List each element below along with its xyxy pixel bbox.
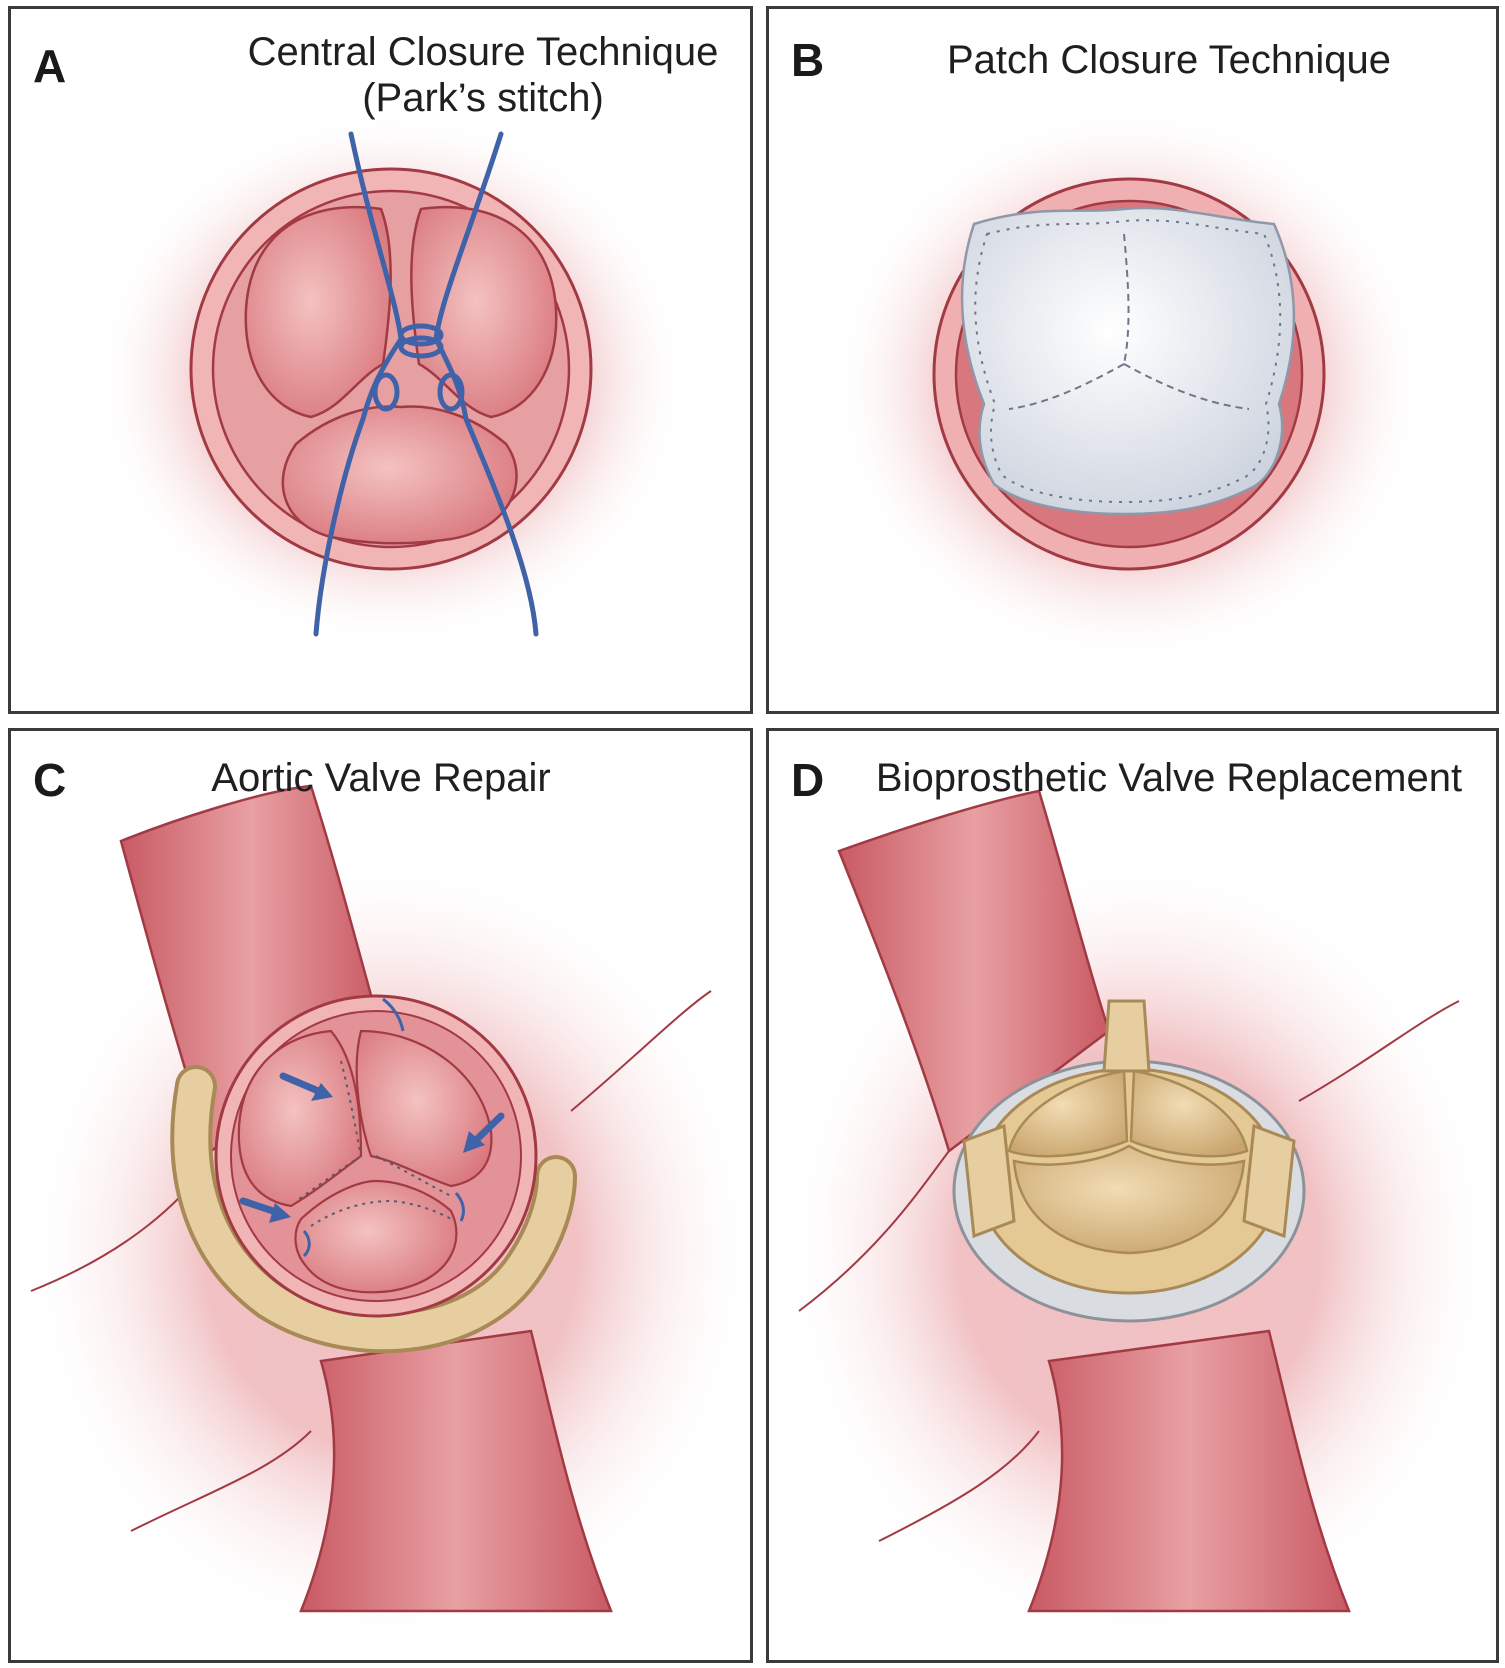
commissure-line	[1123, 363, 1250, 410]
panel-letter: D	[791, 754, 825, 806]
panel-subtitle: (Park’s stitch)	[362, 76, 604, 120]
panel-letter: B	[791, 34, 825, 86]
left-cusp	[237, 1029, 363, 1208]
right-cusp	[355, 1029, 493, 1188]
tissue-contour	[878, 1430, 1040, 1542]
bioprosthetic-leaflet	[1012, 1144, 1246, 1255]
tissue-contour	[798, 1150, 950, 1312]
suture-knot-left	[372, 372, 400, 412]
stent-post	[1242, 1123, 1296, 1239]
panel-bioprosthetic-valve-replacement: D Bioprosthetic Valve Replacement	[766, 728, 1499, 1663]
arrow-icon	[239, 1197, 291, 1223]
aortic-valve-repair-illustration	[21, 784, 750, 1651]
bioprosthetic-valve-illustration	[779, 789, 1496, 1651]
tissue-contour	[1298, 1000, 1460, 1102]
suture-strand	[433, 131, 504, 342]
panel-title: Central Closure Technique	[247, 30, 719, 74]
stent-post	[962, 1123, 1016, 1239]
suture-knot-central	[398, 323, 444, 359]
tissue-contour	[130, 1430, 312, 1532]
panel-letter: C	[33, 754, 67, 806]
bioprosthetic-leaflet	[1007, 1069, 1129, 1158]
panel-title: Bioprosthetic Valve Replacement	[875, 756, 1463, 800]
stent-post	[1102, 999, 1151, 1073]
left-ventricular-outflow	[299, 1329, 613, 1613]
commissure-suture	[302, 1230, 311, 1258]
non-coronary-cusp	[281, 405, 518, 545]
panel-central-closure: A Central Closure Technique (Park’s stit…	[8, 6, 753, 714]
patch-closure-illustration	[829, 104, 1429, 664]
panel-letter: A	[33, 40, 67, 92]
tissue-contour	[570, 990, 712, 1112]
commissure-suture	[454, 1192, 465, 1222]
suture-strand	[348, 131, 404, 342]
suture-knot-right	[437, 372, 465, 412]
panel-title: Aortic Valve Repair	[211, 756, 551, 800]
ascending-aorta	[837, 789, 1111, 1154]
panel-title: Patch Closure Technique	[947, 38, 1391, 82]
commissure-line	[1008, 363, 1125, 410]
annuloplasty-ring	[174, 1069, 573, 1350]
panel-patch-closure: B Patch Closure Technique	[766, 6, 1499, 714]
pericardial-patch	[960, 206, 1296, 516]
central-closure-illustration	[91, 109, 691, 649]
arrow-icon	[279, 1072, 333, 1101]
suture-strand	[313, 336, 404, 637]
arrow-icon	[463, 1112, 505, 1153]
bioprosthetic-leaflet	[1129, 1069, 1249, 1158]
left-cusp	[244, 205, 392, 419]
non-coronary-cusp	[294, 1179, 458, 1294]
suture-strand	[433, 336, 539, 637]
panel-aortic-valve-repair: C Aortic Valve Repair	[8, 728, 753, 1663]
commissure-line	[1123, 233, 1130, 365]
left-ventricular-outflow	[1027, 1329, 1351, 1613]
commissure-suture	[382, 997, 405, 1032]
